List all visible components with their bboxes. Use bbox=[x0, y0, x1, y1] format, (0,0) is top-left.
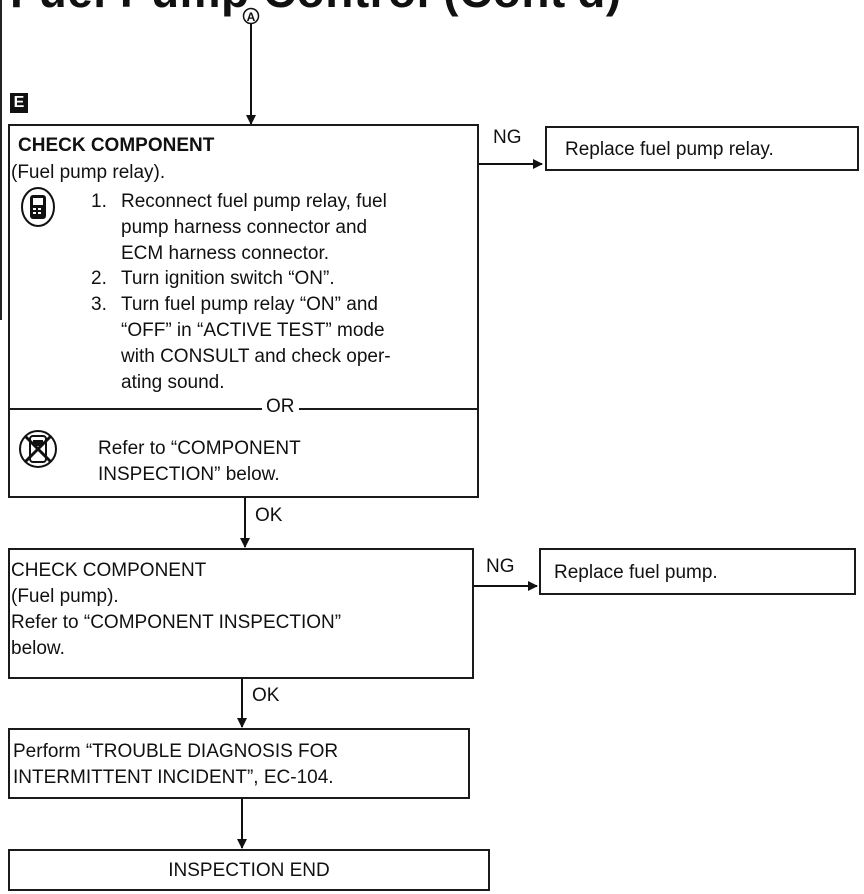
ng-label-step2: NG bbox=[486, 556, 515, 577]
page-title: Fuel Pump Control (Cont'd) bbox=[10, 0, 622, 18]
item-number: 3. bbox=[91, 294, 107, 315]
step1-line: pump harness connector and bbox=[121, 217, 368, 238]
step3-box: Perform “TROUBLE DIAGNOSIS FOR INTERMITT… bbox=[8, 728, 470, 799]
connector-label: A bbox=[247, 10, 256, 24]
or-divider bbox=[10, 408, 477, 410]
step1-line: ating sound. bbox=[121, 372, 225, 393]
step1-subheading: (Fuel pump relay). bbox=[11, 162, 166, 183]
margin-rule bbox=[0, 0, 2, 320]
ok-label-step1: OK bbox=[255, 505, 283, 526]
step1-box: CHECK COMPONENT (Fuel pump relay). 1. Re… bbox=[8, 124, 479, 498]
consult-tester-icon bbox=[20, 186, 56, 233]
no-consult-tester-icon bbox=[18, 428, 58, 475]
inspection-end-label: INSPECTION END bbox=[168, 860, 330, 881]
ng-action-step1: Replace fuel pump relay. bbox=[565, 139, 774, 160]
step2-line: (Fuel pump). bbox=[11, 586, 119, 607]
step1-line: Turn ignition switch “ON”. bbox=[121, 268, 335, 289]
step1-alt-line: INSPECTION” below. bbox=[98, 464, 280, 485]
ng-label-step1: NG bbox=[493, 127, 522, 148]
step3-line: INTERMITTENT INCIDENT”, EC-104. bbox=[13, 767, 334, 788]
step1-heading: CHECK COMPONENT bbox=[18, 135, 215, 156]
or-label: OR bbox=[262, 396, 299, 418]
connector-circle bbox=[242, 7, 260, 25]
step1-line: Reconnect fuel pump relay, fuel bbox=[121, 191, 387, 212]
ng-action-step2: Replace fuel pump. bbox=[554, 562, 718, 583]
item-number: 1. bbox=[91, 191, 107, 212]
step2-line: CHECK COMPONENT bbox=[11, 560, 207, 581]
ng-action-step2-box: Replace fuel pump. bbox=[539, 548, 856, 595]
step2-box: CHECK COMPONENT (Fuel pump). Refer to “C… bbox=[8, 548, 474, 679]
step2-line: below. bbox=[11, 638, 65, 659]
step3-line: Perform “TROUBLE DIAGNOSIS FOR bbox=[13, 741, 339, 762]
step2-line: Refer to “COMPONENT INSPECTION” bbox=[11, 612, 342, 633]
section-marker: E bbox=[10, 93, 28, 113]
inspection-end-box: INSPECTION END bbox=[8, 849, 490, 891]
step1-alt-line: Refer to “COMPONENT bbox=[98, 438, 301, 459]
step1-line: ECM harness connector. bbox=[121, 243, 330, 264]
ng-action-step1-box: Replace fuel pump relay. bbox=[545, 126, 859, 171]
step1-line: with CONSULT and check oper- bbox=[121, 346, 391, 367]
step1-line: “OFF” in “ACTIVE TEST” mode bbox=[121, 320, 385, 341]
step1-line: Turn fuel pump relay “ON” and bbox=[121, 294, 378, 315]
ok-label-step2: OK bbox=[252, 685, 280, 706]
item-number: 2. bbox=[91, 268, 107, 289]
